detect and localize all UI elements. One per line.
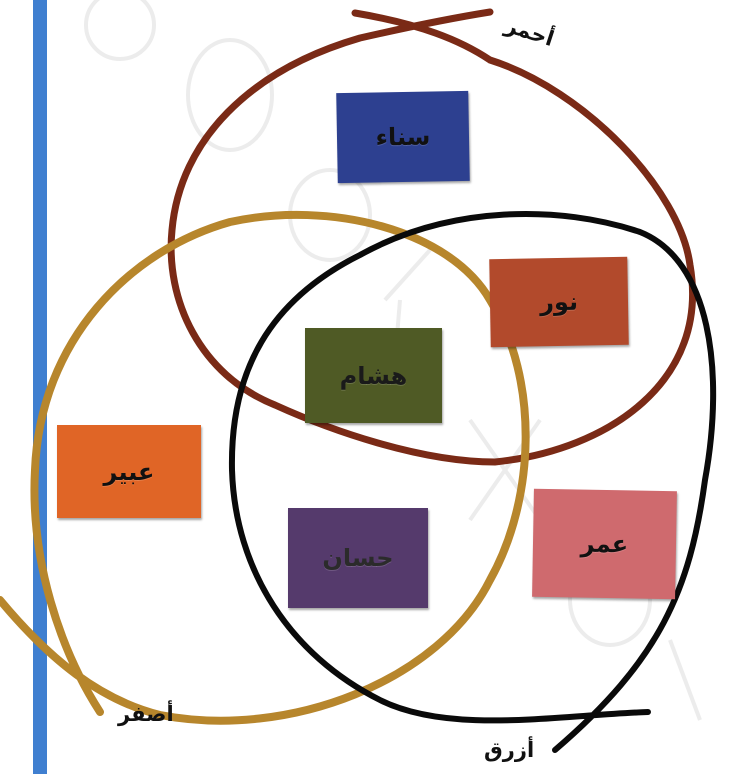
card-hassan-label: حسان xyxy=(322,544,393,572)
blue-rope-label: أزرق xyxy=(484,738,534,762)
card-hassan: حسان xyxy=(288,508,428,608)
card-noor: نور xyxy=(489,257,629,347)
yellow-rope-label: أصفر xyxy=(118,702,174,726)
card-noor-label: نور xyxy=(540,288,578,317)
card-hisham-label: هشام xyxy=(340,362,408,390)
card-omar-label: عمر xyxy=(581,530,629,559)
left-accent-bar xyxy=(33,0,47,774)
card-abeer: عبير xyxy=(57,425,201,518)
card-sanaa: سناء xyxy=(336,91,470,183)
card-omar: عمر xyxy=(532,489,677,599)
card-abeer-label: عبير xyxy=(104,458,155,486)
card-sanaa-label: سناء xyxy=(375,123,430,152)
card-hisham: هشام xyxy=(305,328,442,423)
